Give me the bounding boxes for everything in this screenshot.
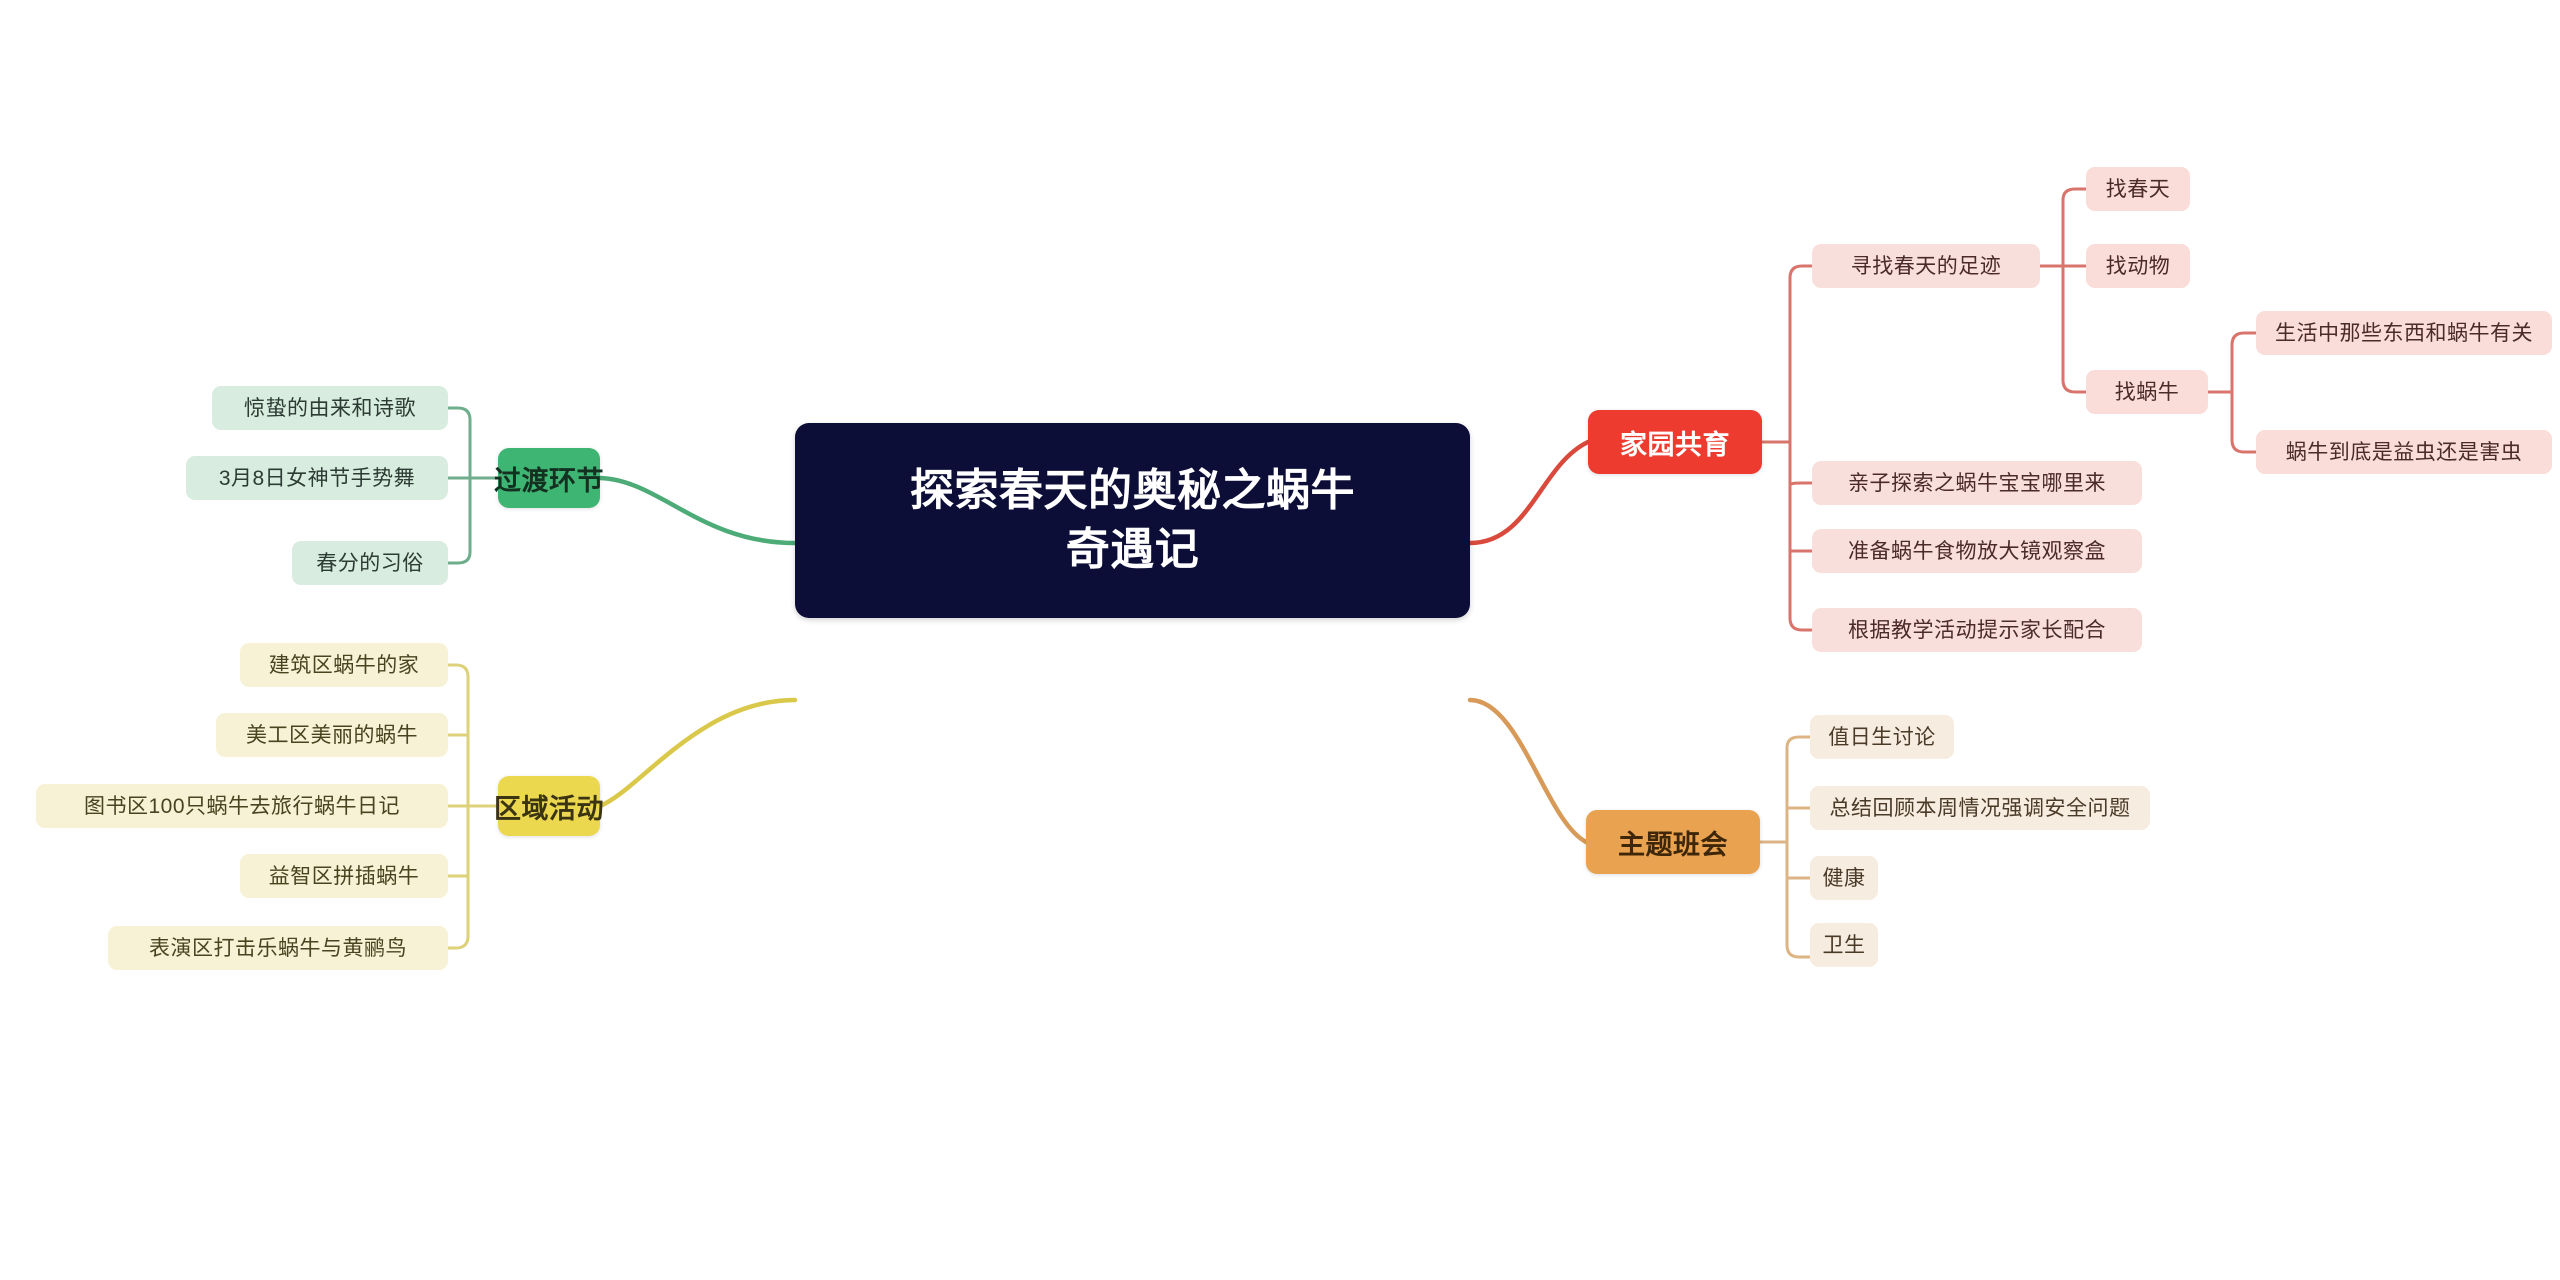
leaf-home-3[interactable]: 根据教学活动提示家长配合 (1812, 608, 2142, 652)
branch-head-class-meeting-label: 主题班会 (1618, 829, 1728, 860)
leaf-area-2[interactable]: 图书区100只蜗牛去旅行蜗牛日记 (36, 784, 448, 828)
leaf-footprint-2[interactable]: 找蜗牛 (2086, 370, 2208, 414)
leaf-label: 亲子探索之蜗牛宝宝哪里来 (1848, 471, 2106, 495)
leaf-label: 健康 (1822, 866, 1866, 890)
branch-head-transition[interactable]: 过渡环节 (494, 448, 604, 508)
leaf-label: 准备蜗牛食物放大镜观察盒 (1848, 539, 2106, 563)
leaf-label: 寻找春天的足迹 (1850, 254, 2002, 278)
leaf-label: 卫生 (1822, 933, 1866, 957)
leaf-transition-1[interactable]: 3月8日女神节手势舞 (186, 456, 448, 500)
branch-head-area-activity[interactable]: 区域活动 (494, 776, 604, 836)
leaf-meeting-3[interactable]: 卫生 (1810, 923, 1878, 967)
leaf-label: 春分的习俗 (316, 551, 424, 575)
leaf-snail-1[interactable]: 蜗牛到底是益虫还是害虫 (2256, 430, 2552, 474)
leaf-snail-0[interactable]: 生活中那些东西和蜗牛有关 (2256, 311, 2552, 355)
branch-head-area-activity-label: 区域活动 (494, 793, 604, 824)
leaf-meeting-0[interactable]: 值日生讨论 (1810, 715, 1954, 759)
leaf-label: 3月8日女神节手势舞 (218, 466, 416, 490)
leaf-home-1[interactable]: 亲子探索之蜗牛宝宝哪里来 (1812, 461, 2142, 505)
leaf-area-1[interactable]: 美工区美丽的蜗牛 (216, 713, 448, 757)
branch-head-transition-label: 过渡环节 (494, 465, 604, 496)
root-node[interactable]: 探索春天的奥秘之蜗牛 奇遇记 (795, 423, 1470, 618)
leaf-label: 找动物 (2105, 254, 2171, 278)
leaf-area-3[interactable]: 益智区拼插蜗牛 (240, 854, 448, 898)
branch-head-home-school[interactable]: 家园共育 (1588, 410, 1762, 474)
root-label-line1: 探索春天的奥秘之蜗牛 (910, 466, 1355, 516)
branch-head-class-meeting[interactable]: 主题班会 (1586, 810, 1760, 874)
leaf-label: 找春天 (2105, 177, 2171, 201)
leaf-label: 美工区美丽的蜗牛 (246, 723, 418, 747)
leaf-footprint-0[interactable]: 找春天 (2086, 167, 2190, 211)
leaf-transition-2[interactable]: 春分的习俗 (292, 541, 448, 585)
leaf-label: 总结回顾本周情况强调安全问题 (1829, 796, 2131, 820)
branch-head-home-school-label: 家园共育 (1620, 429, 1730, 460)
leaf-label: 蜗牛到底是益虫还是害虫 (2285, 440, 2523, 464)
leaf-label: 建筑区蜗牛的家 (268, 653, 420, 677)
leaf-meeting-1[interactable]: 总结回顾本周情况强调安全问题 (1810, 786, 2150, 830)
leaf-label: 惊蛰的由来和诗歌 (244, 396, 416, 420)
leaf-transition-0[interactable]: 惊蛰的由来和诗歌 (212, 386, 448, 430)
leaf-area-4[interactable]: 表演区打击乐蜗牛与黄鹂鸟 (108, 926, 448, 970)
leaf-meeting-2[interactable]: 健康 (1810, 856, 1878, 900)
leaf-footprint-1[interactable]: 找动物 (2086, 244, 2190, 288)
root-label-line2: 奇遇记 (1065, 524, 1200, 574)
leaf-label: 图书区100只蜗牛去旅行蜗牛日记 (83, 794, 401, 818)
leaf-label: 益智区拼插蜗牛 (268, 864, 420, 888)
leaf-label: 表演区打击乐蜗牛与黄鹂鸟 (149, 936, 407, 960)
leaf-home-2[interactable]: 准备蜗牛食物放大镜观察盒 (1812, 529, 2142, 573)
leaf-label: 值日生讨论 (1828, 725, 1936, 749)
leaf-area-0[interactable]: 建筑区蜗牛的家 (240, 643, 448, 687)
leaf-home-0[interactable]: 寻找春天的足迹 (1812, 244, 2040, 288)
leaf-label: 生活中那些东西和蜗牛有关 (2275, 321, 2533, 345)
leaf-label: 根据教学活动提示家长配合 (1848, 618, 2106, 642)
leaf-label: 找蜗牛 (2114, 380, 2180, 404)
